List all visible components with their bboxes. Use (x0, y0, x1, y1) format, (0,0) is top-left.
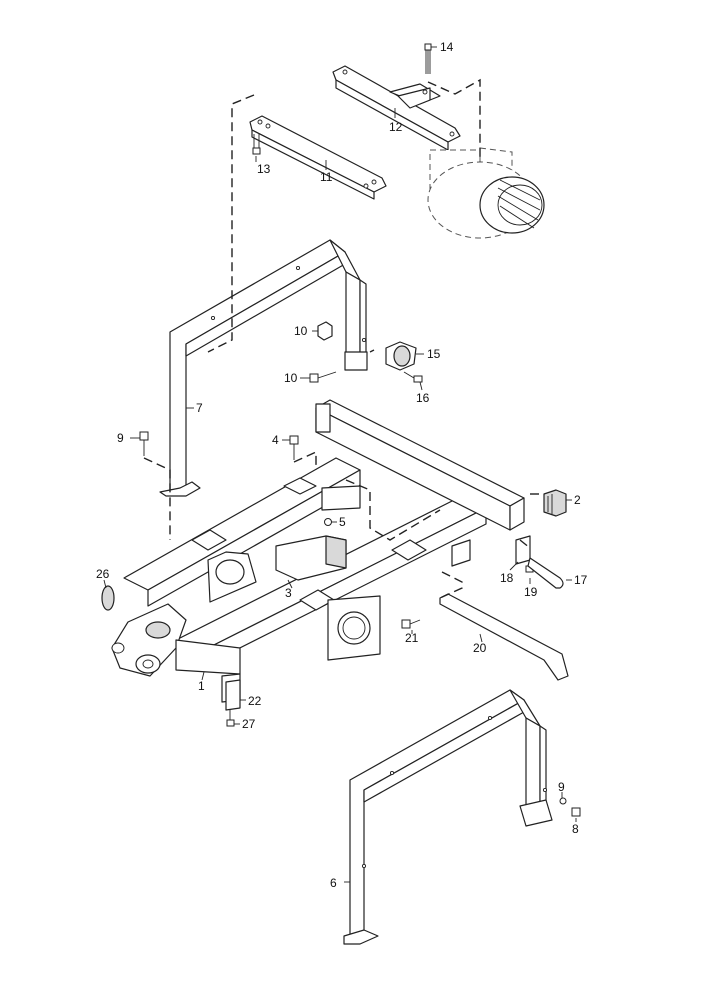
callout-10-upper: 10 (284, 371, 298, 385)
part-25-bracket (225, 679, 241, 711)
leader-lines (103, 46, 577, 883)
part-21-lower-bar (439, 593, 569, 681)
callout-5: 5 (339, 515, 346, 529)
ghost-motor (427, 147, 545, 239)
part-13-crossmember (332, 65, 461, 151)
part-17-screw (403, 371, 423, 383)
callout-10-lower: 9 (117, 431, 124, 445)
part-16-bracket (385, 341, 417, 371)
part-2-end-cap (543, 489, 567, 517)
callout-21: 20 (473, 641, 487, 655)
callout-18: 17 (574, 573, 588, 587)
part-26-pad (101, 585, 115, 611)
part-4-bolt (289, 435, 299, 460)
part-10-bolt-b (139, 431, 149, 456)
callouts: 14 12 13 11 10 15 10 16 7 9 4 2 5 26 18 … (96, 40, 588, 890)
callout-20: 19 (524, 585, 538, 599)
callout-2: 2 (574, 493, 581, 507)
part-15-bolt (424, 43, 432, 74)
part-12-support-bar (249, 115, 387, 200)
part-19-bracket (515, 535, 531, 565)
part-5-nut (324, 518, 332, 526)
callout-1: 1 (198, 679, 205, 693)
callout-8: 8 (572, 822, 579, 836)
part-9-washer (559, 797, 567, 805)
callout-9: 9 (558, 780, 565, 794)
alignment-lines (143, 78, 540, 599)
callout-22: 21 (405, 631, 419, 645)
part-6-front-hoop (343, 689, 553, 945)
callout-7: 7 (196, 401, 203, 415)
callout-12: 11 (320, 170, 333, 184)
callout-13: 12 (389, 120, 403, 134)
callout-4: 4 (272, 433, 279, 447)
part-22-bolt (401, 619, 421, 629)
callout-14: 13 (257, 162, 271, 176)
part-18-rod (527, 557, 564, 589)
part-8-bolt (571, 807, 581, 817)
part-1-main-frame (111, 399, 525, 703)
part-11-clip (312, 321, 333, 341)
callout-19: 18 (500, 571, 514, 585)
part-10-bolt-a (309, 371, 337, 383)
callout-17: 16 (416, 391, 430, 405)
callout-26: 26 (96, 567, 110, 581)
part-3-cover (275, 535, 347, 581)
callout-25: 22 (248, 694, 262, 708)
callout-6: 6 (330, 876, 337, 890)
callout-3: 3 (285, 586, 292, 600)
part-14-bolt (252, 134, 261, 155)
callout-27: 27 (242, 717, 256, 731)
callout-15: 14 (440, 40, 454, 54)
part-27-bolt (226, 710, 235, 727)
callout-11: 10 (294, 324, 308, 338)
callout-16: 15 (427, 347, 441, 361)
